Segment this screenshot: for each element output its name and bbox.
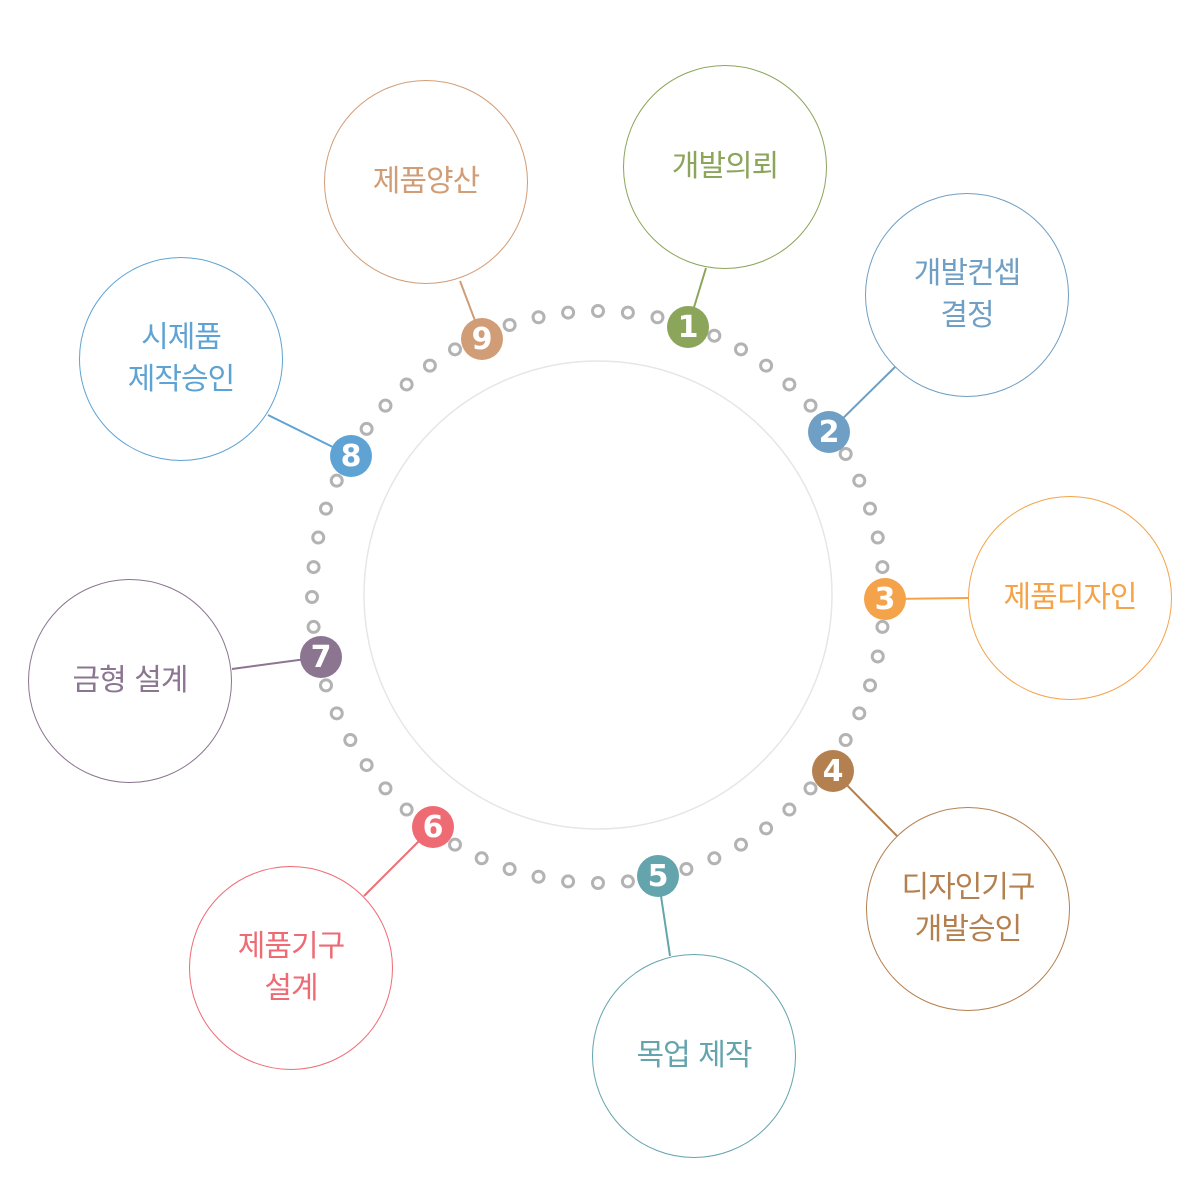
ring-dot — [474, 851, 489, 866]
ring-dot — [359, 758, 374, 773]
ring-dot — [734, 837, 748, 852]
ring-dot — [359, 421, 374, 436]
ring-dot — [870, 530, 885, 545]
step-label: 디자인기구 개발승인 — [901, 870, 1036, 947]
ring-dot — [863, 501, 878, 516]
step-bubble: 제품양산 — [324, 80, 528, 284]
step-label: 개발컨셉 결정 — [913, 256, 1021, 333]
ring-dot — [531, 310, 546, 325]
ring-dot — [803, 781, 818, 796]
ring-dot — [707, 851, 722, 866]
step-number-badge: 2 — [808, 411, 850, 453]
ring-dot — [650, 310, 665, 325]
step-number-badge: 5 — [637, 855, 679, 897]
ring-dot — [591, 304, 605, 318]
ring-dot — [620, 874, 635, 889]
ring-dot — [311, 530, 326, 545]
ring-dot — [852, 706, 867, 721]
ring-dot — [448, 342, 462, 357]
ring-dot — [318, 501, 333, 516]
ring-dot — [378, 781, 393, 796]
ring-dot — [561, 874, 576, 889]
ring-dot — [531, 869, 546, 884]
ring-dot — [875, 560, 890, 575]
ring-dot — [422, 358, 437, 373]
step-label: 목업 제작 — [636, 1038, 753, 1073]
ring-dot — [306, 560, 321, 575]
ring-dot — [399, 802, 414, 817]
ring-dot — [448, 837, 462, 852]
ring-dot — [343, 733, 358, 747]
step-number-badge: 1 — [667, 306, 709, 348]
step-number-badge: 4 — [812, 750, 854, 792]
ring-dot — [318, 678, 333, 693]
step-number-badge: 3 — [864, 578, 906, 620]
step-label: 금형 설계 — [72, 663, 189, 698]
ring-dot — [707, 328, 722, 343]
ring-dot — [620, 305, 635, 320]
ring-dot — [759, 821, 774, 836]
step-number-badge: 9 — [461, 318, 503, 360]
ring-dot — [399, 377, 414, 392]
ring-dot — [378, 398, 393, 413]
step-label: 제품디자인 — [1003, 580, 1138, 615]
step-bubble: 개발의뢰 — [623, 65, 827, 269]
step-label: 제품양산 — [372, 164, 480, 199]
ring-dot — [306, 619, 321, 634]
ring-dot — [734, 342, 748, 357]
step-bubble: 개발컨셉 결정 — [865, 193, 1069, 397]
ring-dot — [782, 377, 797, 392]
step-number-badge: 7 — [300, 636, 342, 678]
step-bubble: 목업 제작 — [592, 954, 796, 1158]
step-bubble: 디자인기구 개발승인 — [866, 807, 1070, 1011]
ring-dot — [502, 862, 517, 877]
step-label: 제품기구 설계 — [237, 929, 345, 1006]
ring-dot — [329, 706, 344, 721]
step-label: 시제품 제작승인 — [127, 320, 235, 397]
step-bubble: 시제품 제작승인 — [79, 257, 283, 461]
step-number-badge: 8 — [330, 435, 372, 477]
step-label: 개발의뢰 — [671, 149, 779, 184]
ring-dot — [803, 398, 818, 413]
ring-dot — [863, 678, 878, 693]
ring-dot — [838, 733, 853, 747]
ring-dot — [591, 876, 605, 890]
ring-dot — [329, 473, 344, 488]
ring-dot — [838, 447, 853, 461]
ring-dot — [870, 649, 885, 664]
ring-dot — [875, 619, 890, 634]
step-bubble: 금형 설계 — [28, 579, 232, 783]
ring-dot — [679, 862, 694, 877]
ring-dot — [759, 358, 774, 373]
step-bubble: 제품디자인 — [968, 496, 1172, 700]
step-bubble: 제품기구 설계 — [189, 866, 393, 1070]
ring-dot — [782, 802, 797, 817]
step-number-badge: 6 — [412, 806, 454, 848]
ring-dot — [561, 305, 576, 320]
ring-dot — [502, 317, 517, 332]
ring-dot — [305, 590, 319, 604]
ring-dot — [852, 473, 867, 488]
inner-ring — [363, 360, 833, 830]
